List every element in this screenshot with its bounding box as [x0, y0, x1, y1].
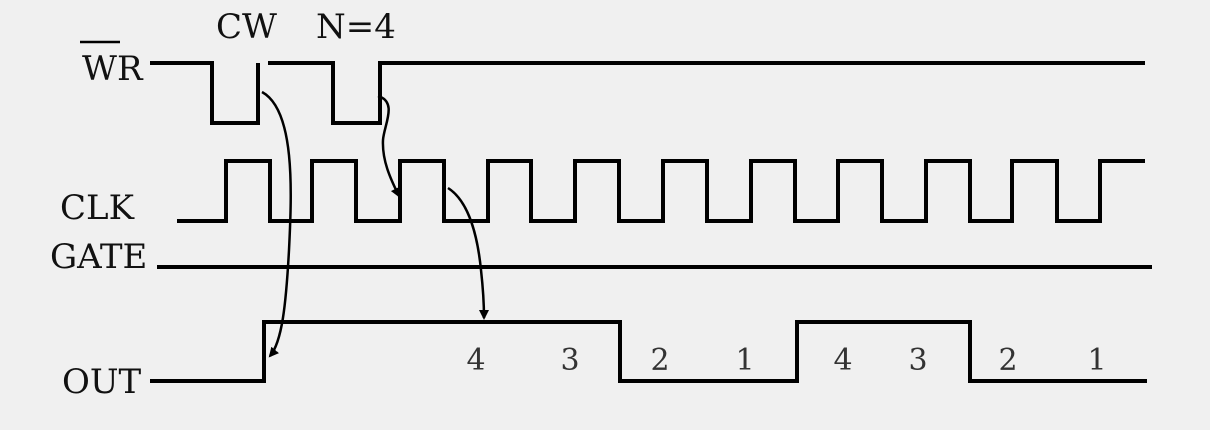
- gate-label: GATE: [50, 237, 147, 277]
- count-4: 1: [735, 343, 754, 378]
- count-3: 2: [650, 343, 669, 378]
- n-to-clk-arrow: [377, 94, 401, 198]
- wr-waveform: [150, 61, 260, 125]
- out-label: OUT: [62, 362, 142, 402]
- cw-to-out-arrow: [261, 90, 292, 358]
- count-1: 4: [466, 343, 485, 378]
- clk-waveform: [177, 159, 1145, 223]
- wr-waveform-2: [268, 61, 1145, 125]
- count-8: 1: [1087, 343, 1106, 378]
- cw-annotation: CW: [216, 7, 277, 47]
- count-6: 3: [908, 343, 927, 378]
- wr-label: WR: [82, 49, 144, 89]
- n-annotation: N=4: [316, 7, 396, 47]
- clk-label: CLK: [60, 188, 135, 228]
- count-2: 3: [560, 343, 579, 378]
- count-7: 2: [998, 343, 1017, 378]
- count-5: 4: [833, 343, 852, 378]
- clk-to-out-arrow: [447, 186, 489, 320]
- out-waveform: [150, 320, 1147, 383]
